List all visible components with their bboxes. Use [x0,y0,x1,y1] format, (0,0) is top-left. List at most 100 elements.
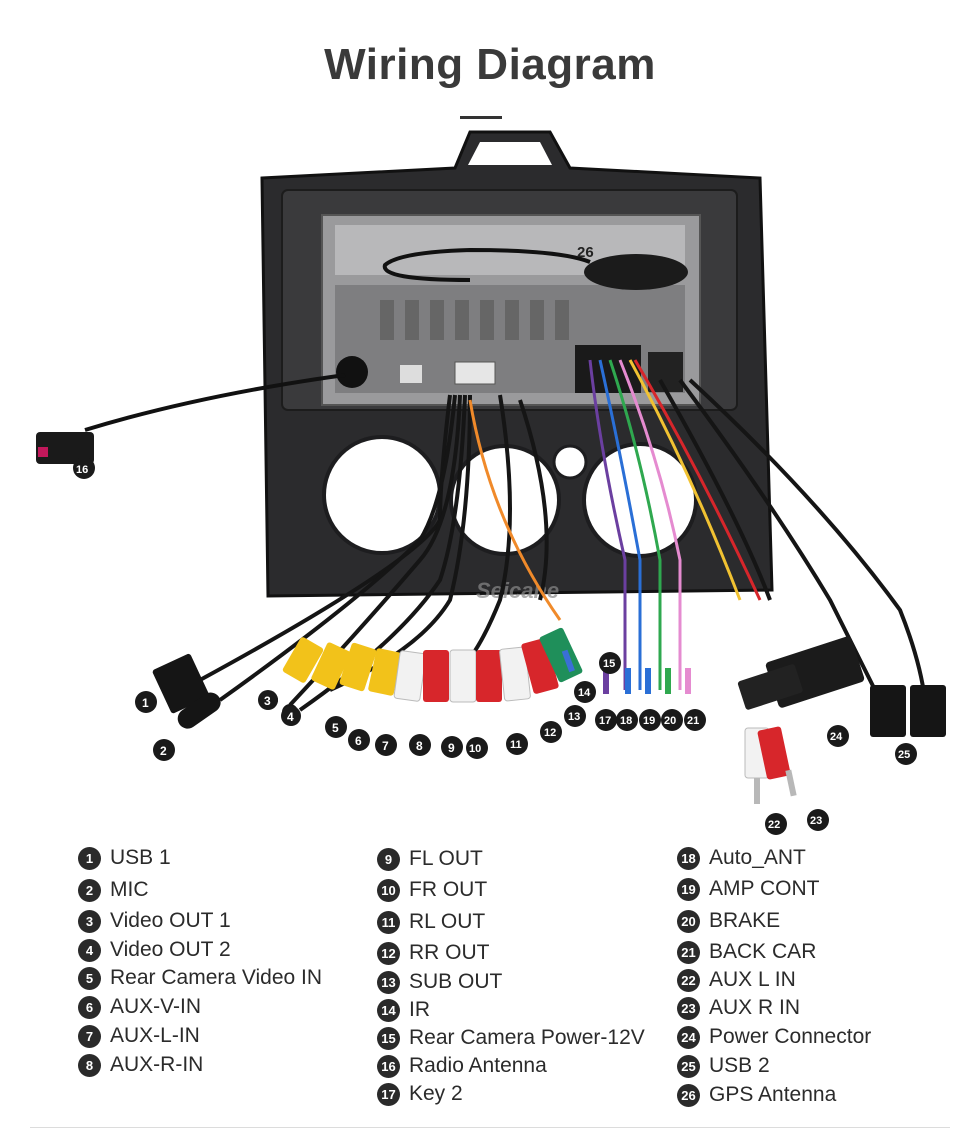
badge-14: 14 [377,998,400,1022]
badge-15: 15 [377,1026,400,1050]
legend-label-12: RR OUT [409,941,490,964]
wiring-photo: Seicane [36,130,946,835]
legend-label-14: IR [409,998,430,1021]
legend-item-20: 20 BRAKE [677,907,780,935]
legend-item-14: 14 IR [377,996,430,1024]
legend-label-9: FL OUT [409,847,483,870]
usb2-plug-b [910,685,946,737]
badge-17: 17 [377,1082,400,1106]
svg-text:14: 14 [578,687,591,699]
legend-item-25: 25 USB 2 [677,1052,770,1080]
badge-11: 11 [377,910,400,934]
legend-item-9: 9 FL OUT [377,845,483,873]
legend-item-21: 21 BACK CAR [677,938,816,966]
footer-divider [30,1127,950,1128]
antenna-jack [336,356,368,388]
legend-label-17: Key 2 [409,1082,463,1105]
legend-item-12: 12 RR OUT [377,939,490,967]
vent-openings [322,435,698,558]
title-underline [460,116,502,119]
svg-text:4: 4 [287,710,294,724]
badge-24: 24 [677,1025,700,1049]
badge-9: 9 [377,847,400,871]
badge-18: 18 [677,846,700,870]
legend-item-18: 18 Auto_ANT [677,844,806,872]
legend-item-10: 10 FR OUT [377,876,487,904]
legend-label-11: RL OUT [409,910,486,933]
svg-text:21: 21 [687,715,699,727]
svg-text:13: 13 [568,711,580,723]
svg-text:19: 19 [643,715,655,727]
svg-text:5: 5 [332,721,339,735]
badge-20: 20 [677,909,700,933]
page-title: Wiring Diagram [324,40,656,89]
legend-label-25: USB 2 [709,1054,770,1077]
badge-12: 12 [377,941,400,965]
svg-text:6: 6 [355,734,362,748]
legend-label-24: Power Connector [709,1025,872,1048]
legend-label-15: Rear Camera Power-12V [409,1026,645,1049]
svg-text:22: 22 [768,819,780,831]
svg-text:8: 8 [416,739,423,753]
gps-antenna-puck [584,254,688,290]
legend-item-11: 11 RL OUT [377,908,485,936]
power-socket [648,352,683,392]
svg-text:3: 3 [264,694,271,708]
badge-6: 6 [78,995,101,1019]
badge-25: 25 [677,1054,700,1078]
badge-19: 19 [677,877,700,901]
legend-item-6: 6 AUX-V-IN [78,993,201,1021]
legend-label-22: AUX L IN [709,968,796,991]
legend-label-16: Radio Antenna [409,1054,547,1077]
svg-text:24: 24 [830,731,843,743]
legend-item-19: 19 AMP CONT [677,875,819,903]
legend-item-15: 15 Rear Camera Power-12V [377,1024,645,1052]
badge-4: 4 [78,938,101,962]
badge-26: 26 [677,1083,700,1107]
svg-text:9: 9 [448,741,455,755]
bezel-handle-hole [468,142,552,165]
legend-label-6: AUX-V-IN [110,995,202,1018]
svg-text:7: 7 [382,739,389,753]
radio-antenna-plug [36,432,94,464]
svg-text:25: 25 [898,749,910,761]
svg-text:2: 2 [160,744,167,758]
usb1-plug [152,653,210,714]
legend-item-17: 17 Key 2 [377,1080,463,1108]
svg-text:17: 17 [599,715,611,727]
svg-text:1: 1 [142,696,149,710]
svg-text:23: 23 [810,815,822,827]
badge-3: 3 [78,909,101,933]
badge-8: 8 [78,1053,101,1077]
legend-label-4: Video OUT 2 [110,938,231,961]
legend-label-26: GPS Antenna [709,1083,837,1106]
svg-text:11: 11 [510,739,522,751]
legend-item-3: 3 Video OUT 1 [78,907,231,935]
badge-1: 1 [78,846,101,870]
svg-text:15: 15 [603,658,615,670]
badge-21: 21 [677,940,700,964]
badge-16: 16 [377,1054,400,1078]
badge-5: 5 [78,966,101,990]
badge-7: 7 [78,1024,101,1048]
badge-13: 13 [377,970,400,994]
badge-23: 23 [677,996,700,1020]
legend-item-4: 4 Video OUT 2 [78,936,231,964]
badge-10: 10 [377,878,400,902]
svg-text:20: 20 [664,715,676,727]
legend-label-21: BACK CAR [709,940,817,963]
legend-label-18: Auto_ANT [709,846,806,869]
legend-item-16: 16 Radio Antenna [377,1052,547,1080]
legend-label-10: FR OUT [409,878,488,901]
legend-label-20: BRAKE [709,909,781,932]
legend-label-19: AMP CONT [709,877,820,900]
badge-2: 2 [78,878,101,902]
legend-label-3: Video OUT 1 [110,909,231,932]
